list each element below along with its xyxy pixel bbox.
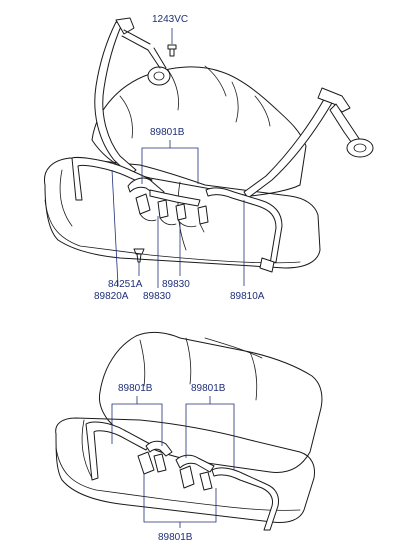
lower-seat-back-seam [139, 337, 258, 401]
label-89810a: 89810A [230, 291, 265, 302]
upper-center-buckle-b [157, 199, 169, 219]
leader-89801b-lower-right [185, 396, 235, 470]
label-89801b-lower-right: 89801B [191, 383, 226, 394]
upper-center-buckle-d [197, 205, 209, 225]
lower-left-belt [85, 421, 151, 481]
upper-left-retractor [147, 66, 171, 86]
upper-right-retractor [346, 138, 374, 158]
upper-left-retractor-hub [153, 71, 165, 81]
label-89801b-top: 89801B [150, 127, 185, 138]
upper-center-buckle-straps [139, 213, 205, 233]
leader-89801b-bottom [143, 474, 217, 528]
clip-84251a [133, 248, 145, 263]
lower-buckle-left-c [153, 453, 167, 473]
label-89801b-lower-left: 89801B [118, 383, 153, 394]
upper-center-buckle-c [175, 203, 187, 221]
upper-left-retractor-strap [147, 47, 167, 69]
upper-left-top-anchor-strap [121, 29, 151, 51]
label-89801b-bottom: 89801B [158, 532, 193, 543]
upper-seat-back-top-edge [204, 65, 271, 127]
lower-buckle-right-a [175, 454, 215, 473]
lower-buckle-right-b [179, 465, 195, 489]
label-84251a: 84251A [108, 279, 143, 290]
upper-seat-assembly: 1243VC 89801B 84251A 89830 89820A [43, 14, 374, 302]
upper-left-lap-belt [71, 157, 153, 201]
lower-seat-back [99, 331, 323, 473]
upper-left-top-anchor [115, 17, 135, 35]
lower-seat-back-top-edge [204, 337, 263, 359]
lower-seat-cushion [55, 417, 315, 523]
label-89820a: 89820A [94, 291, 129, 302]
lower-buckle-left-a [145, 440, 173, 457]
upper-center-buckle-mid [149, 189, 201, 207]
upper-right-lap-belt-end [259, 257, 275, 273]
lower-buckle-left-b [137, 451, 155, 475]
upper-right-retractor-hub [353, 143, 367, 153]
upper-right-belt-guide [317, 87, 351, 113]
upper-seat-cushion-front-edge [44, 199, 301, 264]
upper-right-outer-belt [243, 91, 337, 199]
lower-seat-assembly: 89801B 89801B 89801B [55, 331, 323, 543]
label-bolt-1243vc: 1243VC [152, 14, 188, 25]
lower-buckle-right-c [199, 471, 213, 491]
lower-right-belt [211, 467, 279, 531]
leader-89801b-top [141, 140, 199, 184]
lower-seat-cushion-front-edge [55, 447, 301, 511]
label-89830-lower: 89830 [143, 291, 171, 302]
leader-89801b-lower-left [111, 396, 163, 446]
leader-89820a [111, 169, 119, 286]
bolt-1243vc [167, 44, 177, 57]
label-89830-upper: 89830 [162, 279, 190, 290]
upper-center-buckle-a [135, 193, 151, 215]
lower-seat-cushion-seam [81, 419, 93, 479]
upper-seat-cushion [43, 157, 321, 269]
